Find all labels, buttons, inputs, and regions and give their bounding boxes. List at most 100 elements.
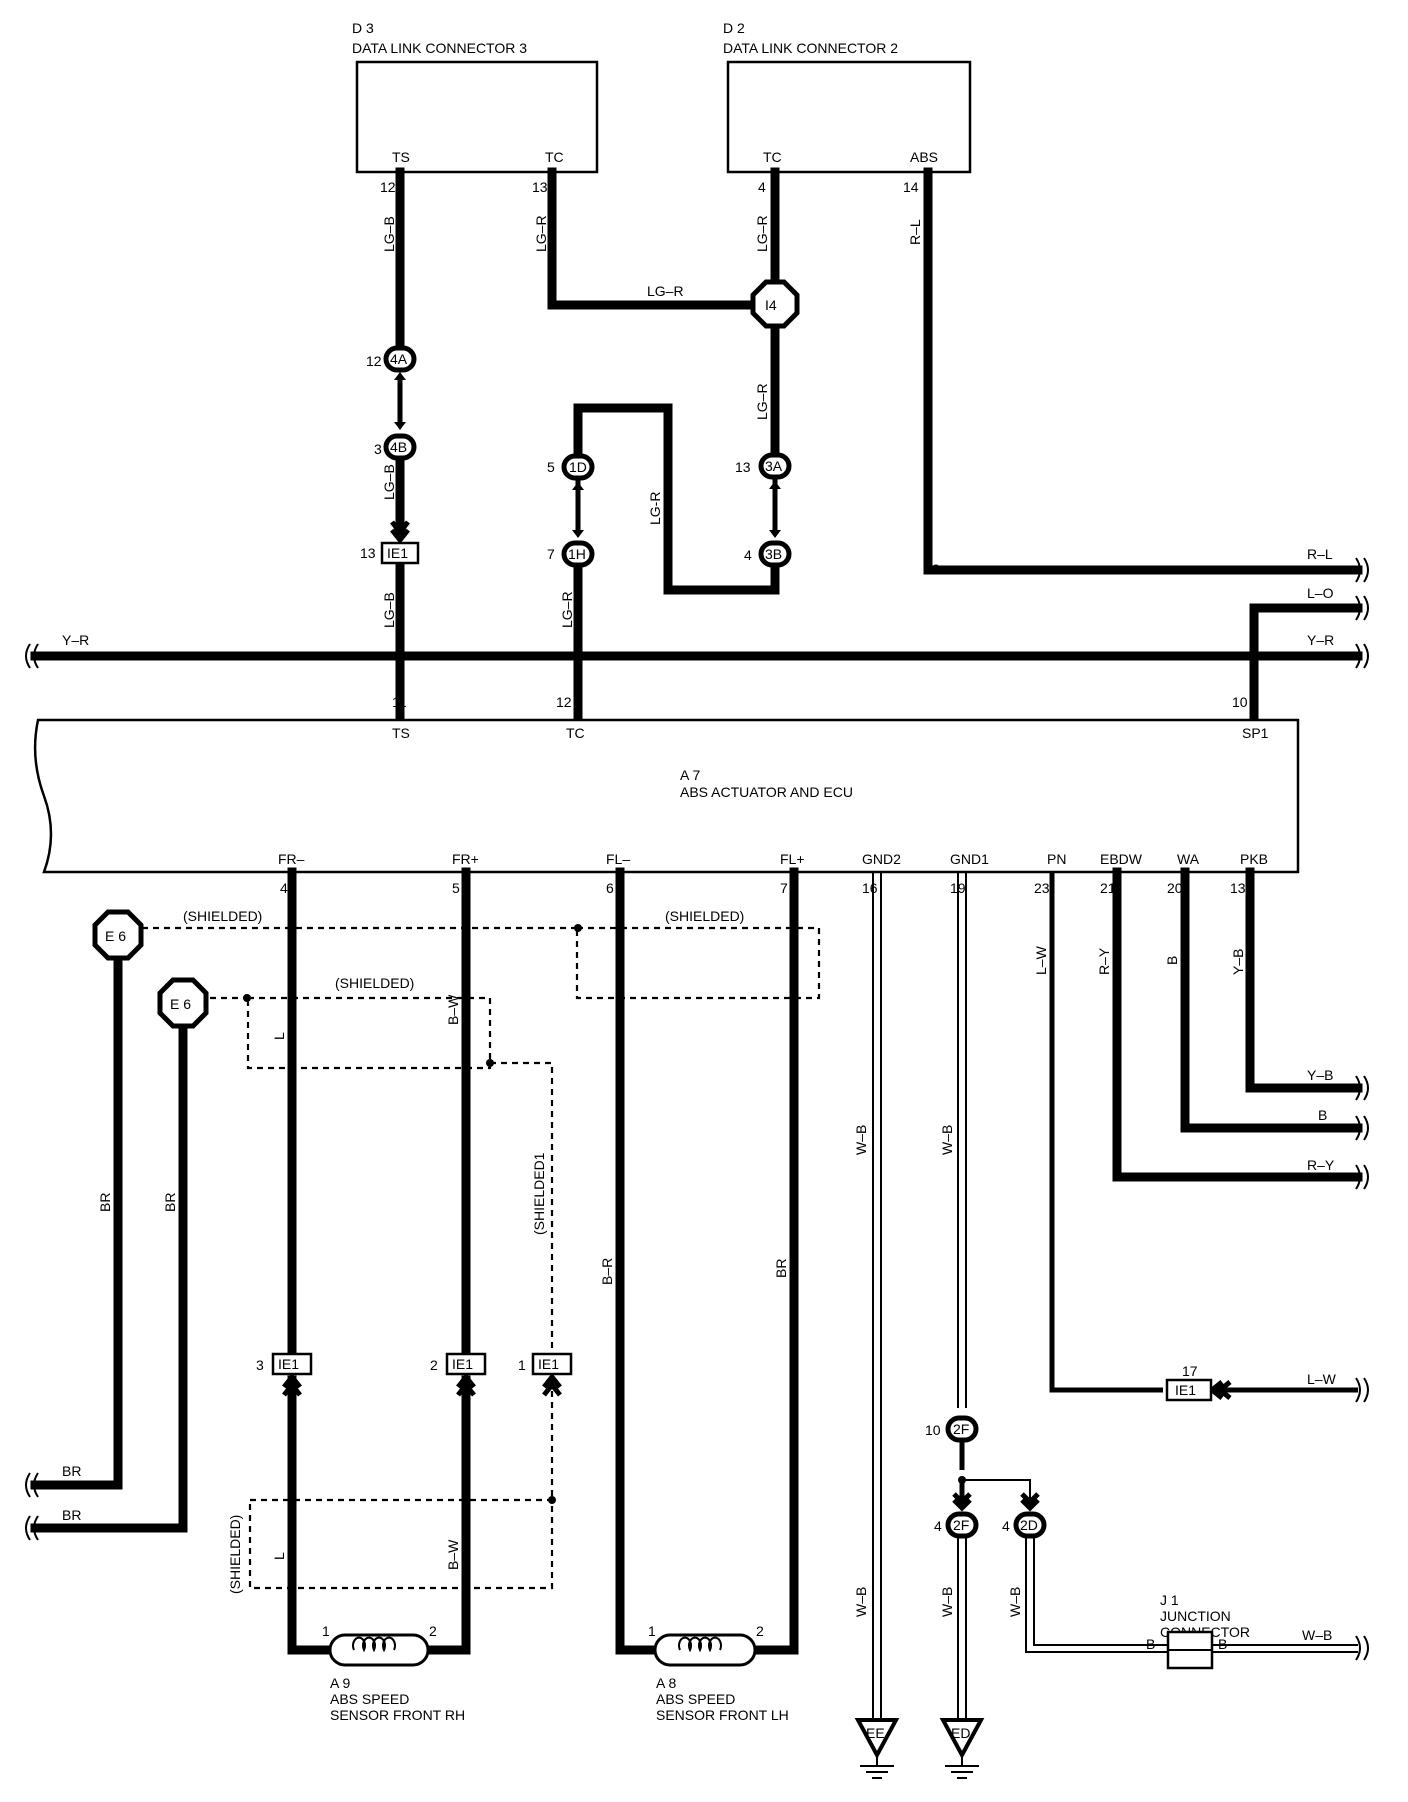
splice-i4-shape xyxy=(750,279,800,329)
label-w-b-4: W–B xyxy=(939,1587,955,1617)
connector-ie1-1: IE1 1 xyxy=(518,1352,573,1376)
shield-label-3: (SHIELDED) xyxy=(335,975,414,991)
wire-2d-to-j1-a xyxy=(1025,1538,1168,1653)
bottom-wire-labels: BR BR L B–W B–R BR W–B W–B L–W R–Y B Y–B… xyxy=(62,945,1337,1643)
connector-ie1-17: IE1 17 xyxy=(1165,1363,1213,1402)
connector-2f-top-label: 2F xyxy=(953,1421,969,1437)
pin-ecu-tc: TC xyxy=(566,725,585,741)
wire-pn xyxy=(1049,872,1163,1393)
pin-4b: 3 xyxy=(374,441,382,457)
pin-ecu-fl-plus: FL+ xyxy=(780,851,805,867)
num-flm: 6 xyxy=(606,880,614,896)
label-l-2: L xyxy=(271,1552,287,1560)
shield-dot-2 xyxy=(243,994,251,1002)
splice-i4-label: I4 xyxy=(765,297,777,313)
pin-ecu-pn: PN xyxy=(1047,851,1066,867)
pin-3b: 4 xyxy=(744,547,752,563)
label-lg-b-2: LG–B xyxy=(381,464,397,500)
d2-pin-tc: TC xyxy=(763,149,782,165)
pin-rl-end: 2 xyxy=(932,561,940,577)
label-r-l-v: R–L xyxy=(907,219,923,245)
wire-fl-plus xyxy=(753,867,799,1655)
label-b-v: B xyxy=(1164,956,1180,965)
connector-2d: 2D 4 xyxy=(1002,1511,1047,1539)
num-frm: 4 xyxy=(280,880,288,896)
label-lg-b-1: LG–B xyxy=(381,216,397,252)
break-r-l xyxy=(1355,557,1369,583)
label-w-b-h: W–B xyxy=(1302,1627,1332,1643)
label-w-b-2: W–B xyxy=(939,1125,955,1155)
d2-name: DATA LINK CONNECTOR 2 xyxy=(723,40,898,56)
pin-ecu-sp1-num: 10 xyxy=(1232,694,1248,710)
num-flp: 7 xyxy=(780,880,788,896)
shield-label-2: (SHIELDED) xyxy=(665,908,744,924)
break-br-1 xyxy=(25,1472,39,1498)
label-l-o: L–O xyxy=(1307,585,1334,601)
connector-4b: 4B 3 xyxy=(374,433,417,461)
pin-a8-2: 2 xyxy=(756,1623,764,1639)
d3-name: DATA LINK CONNECTOR 3 xyxy=(352,40,527,56)
pin-ecu-ebdw: EBDW xyxy=(1100,851,1143,867)
label-lg-r-4: LG-R xyxy=(647,492,663,525)
pin-a9-2: 2 xyxy=(429,1623,437,1639)
break-y-r-right xyxy=(1355,643,1369,669)
d2-pin-abs: ABS xyxy=(910,149,938,165)
ecu-box xyxy=(33,718,1300,874)
ecu-ref: A 7 xyxy=(680,767,700,783)
data-link-connector-2: D 2 DATA LINK CONNECTOR 2 TC ABS xyxy=(723,20,972,174)
label-b-r: B–R xyxy=(599,1258,615,1285)
label-br-3: BR xyxy=(773,1259,789,1278)
pin-ie1-2: 2 xyxy=(430,1357,438,1373)
pin-ecu-gnd1: GND1 xyxy=(950,851,989,867)
connector-4b-label: 4B xyxy=(390,439,407,455)
connector-ie1-2-label: IE1 xyxy=(452,1356,473,1372)
label-l-1: L xyxy=(271,1032,287,1040)
pin-ecu-fr-plus: FR+ xyxy=(452,851,479,867)
connector-3a: 3A 13 xyxy=(735,452,792,480)
j1-pin-left: B xyxy=(1146,1636,1155,1652)
ground-ee: EE xyxy=(854,1718,900,1779)
label-y-r-left: Y–R xyxy=(62,632,89,648)
label-w-b-5: W–B xyxy=(1007,1587,1023,1617)
pin-d2-tc: 4 xyxy=(758,179,766,195)
d3-pin-ts: TS xyxy=(392,149,410,165)
label-br-1: BR xyxy=(97,1193,113,1212)
shield-dot-1 xyxy=(574,924,582,932)
pin-ie1-3: 3 xyxy=(256,1357,264,1373)
speed-sensor-lh: 1 2 A 8 ABS SPEED SENSOR FRONT LH xyxy=(648,1623,789,1723)
num-pkb: 13 xyxy=(1230,880,1246,896)
connector-ie1-17-label: IE1 xyxy=(1175,1382,1196,1398)
ground-e6-a-label: E 6 xyxy=(105,928,126,944)
j1-pin-right: B xyxy=(1218,1636,1227,1652)
connector-1d-label: 1D xyxy=(569,459,587,475)
ground-e6-a: E 6 xyxy=(92,909,144,961)
num-ebdw: 21 xyxy=(1100,880,1116,896)
label-y-b-v: Y–B xyxy=(1230,949,1246,975)
arrow-ie1-2 xyxy=(456,1372,476,1397)
connector-ie1-ts: IE1 13 xyxy=(360,541,420,565)
label-br-h-2: BR xyxy=(62,1507,81,1523)
pin-ecu-ts: TS xyxy=(392,725,410,741)
abs-actuator-ecu: A 7 ABS ACTUATOR AND ECU 11 12 10 TS TC … xyxy=(33,694,1300,874)
shield-label-4: (SHIELDED1 xyxy=(531,1152,547,1235)
splice-i4: I4 xyxy=(750,279,800,329)
connector-3a-label: 3A xyxy=(765,458,783,474)
arrow-2f-bottom xyxy=(952,1492,972,1512)
ground-e6-b-label: E 6 xyxy=(170,996,191,1012)
sensor-lh-name-2: SENSOR FRONT LH xyxy=(656,1707,789,1723)
j1-name-1: JUNCTION xyxy=(1160,1608,1231,1624)
d3-pin-tc: TC xyxy=(545,149,564,165)
label-r-y-h: R–Y xyxy=(1307,1157,1335,1173)
connector-ie1-3-label: IE1 xyxy=(278,1356,299,1372)
wire-ebdw xyxy=(1112,867,1363,1182)
pin-ecu-sp1: SP1 xyxy=(1242,725,1269,741)
pin-ecu-fr-minus: FR– xyxy=(278,851,305,867)
shield-label-1: (SHIELDED) xyxy=(183,908,262,924)
label-r-y-v: R–Y xyxy=(1096,947,1112,975)
label-y-b-h: Y–B xyxy=(1307,1067,1333,1083)
j1-ref: J 1 xyxy=(1160,1592,1179,1608)
break-y-r-left xyxy=(25,643,39,669)
wire-pkb xyxy=(1245,867,1363,1093)
pin-ie1-17: 17 xyxy=(1182,1363,1198,1379)
label-lg-r-3: LG–R xyxy=(754,383,770,420)
